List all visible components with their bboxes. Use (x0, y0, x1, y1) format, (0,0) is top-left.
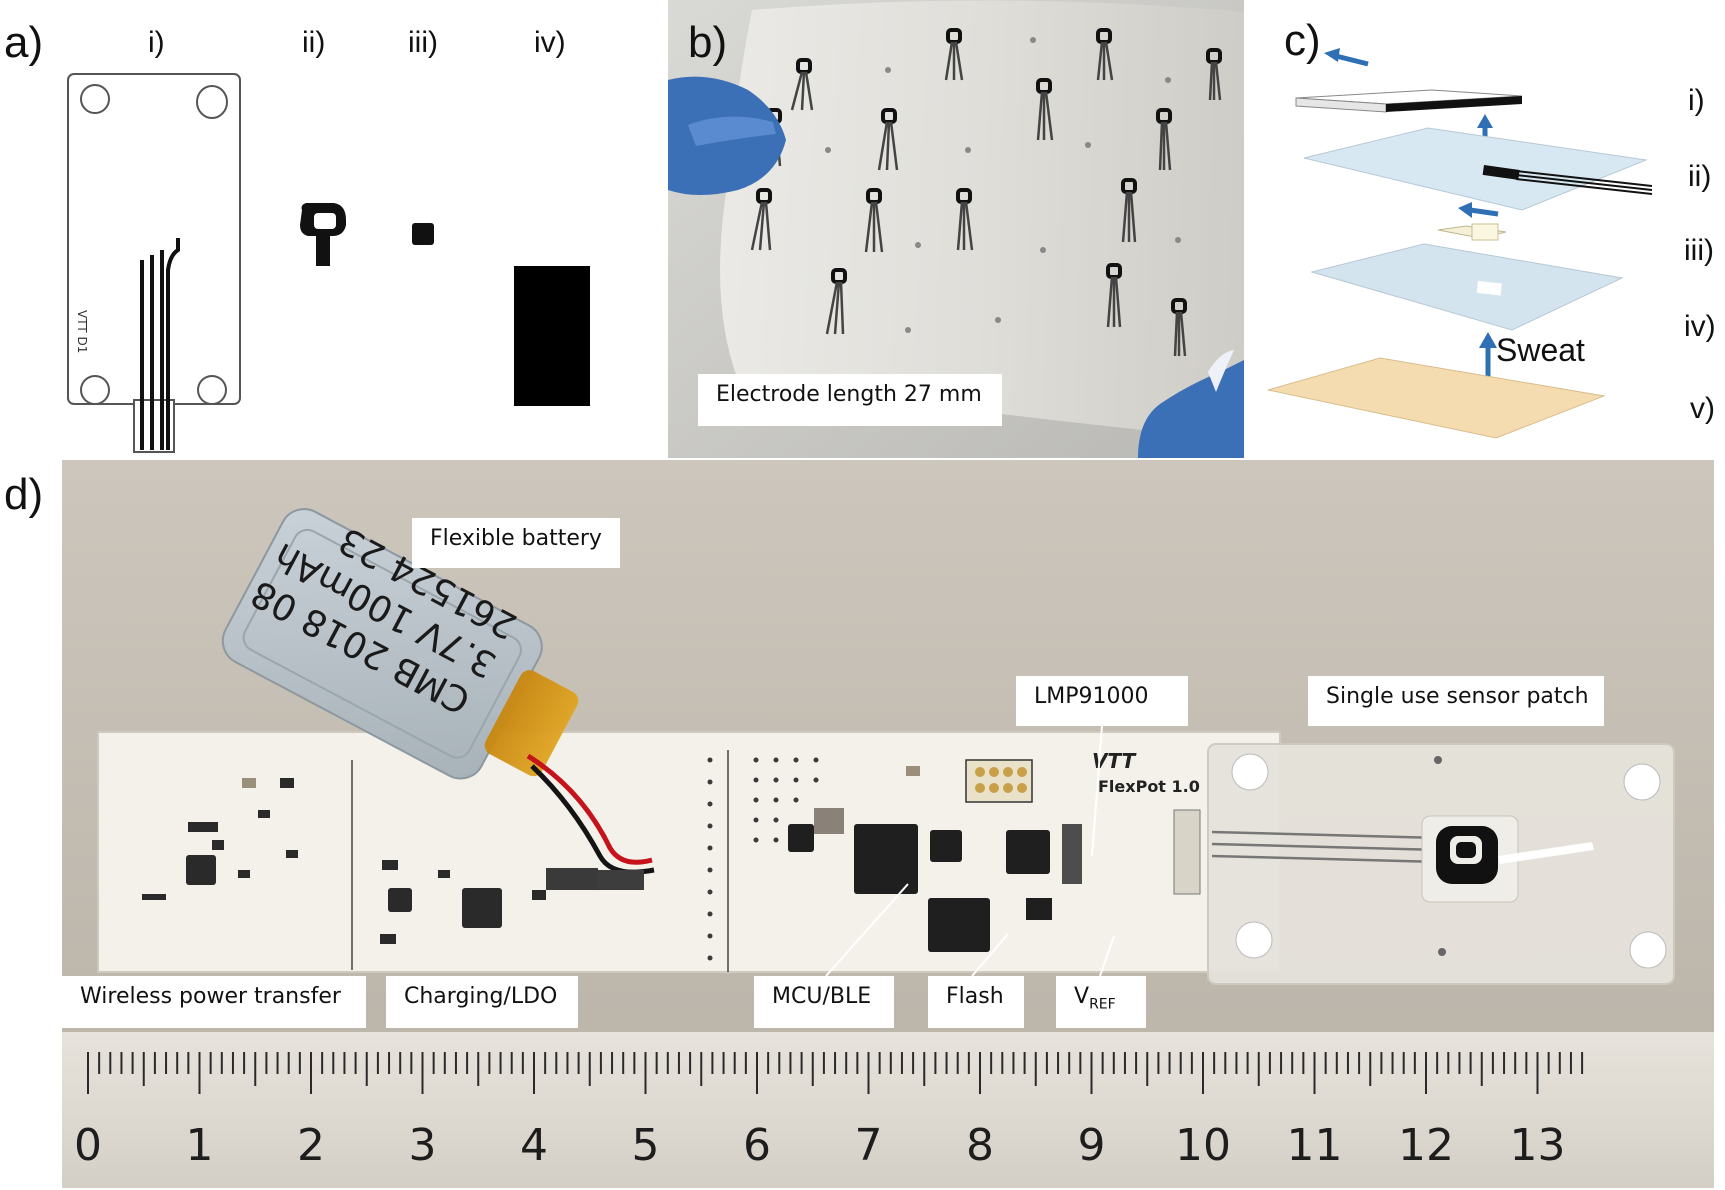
lmp91000-label: LMP91000 (1016, 676, 1188, 726)
right-glove-finger (1208, 350, 1234, 392)
device-photo: VTT FlexPot 1.0 CMB 2018 08 3.7V 100mAh … (62, 460, 1714, 1188)
ruler-ticks (87, 1052, 1584, 1094)
sweat-arrow-head (1479, 332, 1497, 348)
ruler-number: 11 (1287, 1120, 1343, 1171)
panel-a-letter: a) (4, 18, 44, 67)
alignment-dots (825, 37, 1181, 333)
ruler-number: 7 (855, 1120, 883, 1171)
panel-c-label-i: i) (1688, 84, 1705, 117)
panel-d-letter: d) (4, 470, 44, 519)
chip-text: VTT D1 (75, 310, 89, 353)
panel-b-letter: b) (688, 18, 728, 67)
mount-hole (80, 84, 110, 114)
panel-a-label-iv: iv) (534, 26, 566, 59)
ruler-number: 12 (1398, 1120, 1454, 1171)
vref-label: VREF (1056, 976, 1146, 1028)
ruler-number: 1 (186, 1120, 214, 1171)
mount-hole (80, 375, 110, 405)
electrode-traces (140, 238, 180, 450)
board-brand: VTT (1092, 749, 1137, 773)
vref-subscript: REF (1089, 996, 1116, 1013)
panel-a-label-iii: iii) (408, 26, 438, 59)
ruler-number: 3 (409, 1120, 437, 1171)
layer-i-arrow (1335, 53, 1369, 67)
patch-hole (1623, 763, 1661, 801)
left-glove-finger (688, 116, 776, 146)
panel-a-label-i: i) (148, 26, 165, 59)
layer-v-skin (1267, 357, 1606, 439)
ruler-number: 0 (74, 1120, 102, 1171)
electrode-layouts: VTT D1 (67, 73, 590, 453)
layer-iii-arrow (1469, 207, 1499, 217)
flexible-battery-label: Flexible battery (412, 518, 620, 568)
sensor-patch-label: Single use sensor patch (1308, 676, 1604, 726)
charging-components (380, 860, 598, 944)
ruler-number: 9 (1078, 1120, 1106, 1171)
ruler (62, 1032, 1714, 1188)
mcu-ble-label: MCU/BLE (754, 976, 894, 1028)
layer-ii-electrode (1482, 165, 1520, 180)
patch-layer-stack-diagram (1267, 48, 1653, 439)
panel-c-label-iv: iv) (1684, 310, 1716, 343)
fpc-connector (1173, 809, 1201, 895)
electrode-shape-iii (412, 223, 434, 245)
via-dots (707, 757, 819, 961)
ruler-number: 10 (1175, 1120, 1231, 1171)
ruler-number: 2 (297, 1120, 325, 1171)
ruler-number: 13 (1510, 1120, 1566, 1171)
patch-hole (1235, 921, 1273, 959)
ruler-number: 5 (632, 1120, 660, 1171)
electrode-shape-ii-hole (314, 213, 336, 229)
layer-iv-hole (1476, 281, 1502, 296)
electrode-array (750, 28, 1222, 357)
flexible-sheet (720, 0, 1244, 440)
panel-a-label-ii: ii) (302, 26, 326, 59)
patch-dot (1438, 948, 1446, 956)
panel-c-label-v: v) (1690, 392, 1715, 425)
mount-hole (196, 85, 228, 119)
sensor-electrode-core (1456, 842, 1476, 858)
electrode-shape-iv (514, 266, 590, 406)
patch-hole (1629, 931, 1667, 969)
battery-kapton-tab (484, 670, 579, 777)
sensor-traces (1211, 830, 1443, 864)
charging-ldo-label: Charging/LDO (386, 976, 578, 1028)
vref-main: V (1074, 984, 1090, 1009)
sensor-tape (1498, 842, 1594, 864)
layer-i-front (1386, 96, 1522, 112)
ruler-number: 6 (743, 1120, 771, 1171)
layer-iii-arrow-head (1458, 202, 1472, 218)
panel-c-label-ii: ii) (1688, 160, 1712, 193)
wireless-components (142, 778, 298, 900)
panel-c-letter: c) (1284, 16, 1321, 65)
layer-iv-film (1310, 243, 1624, 331)
flash-label: Flash (928, 976, 1024, 1028)
layer-ii-film (1303, 127, 1648, 211)
wireless-power-label: Wireless power transfer (62, 976, 366, 1028)
ruler-number: 4 (520, 1120, 548, 1171)
layer-i-arrow-head (1324, 48, 1340, 62)
patch-dot (1434, 756, 1442, 764)
layer-ii-arrow-head (1477, 114, 1493, 128)
electrode-length-caption: Electrode length 27 mm (698, 374, 1002, 426)
patch-hole (1231, 753, 1269, 791)
mcu-components (788, 766, 1082, 952)
ruler-number: 8 (966, 1120, 994, 1171)
electrode-shape-ii (300, 203, 346, 266)
mount-hole (197, 375, 227, 405)
sweat-label: Sweat (1496, 332, 1585, 368)
programming-pads (965, 759, 1033, 803)
layer-ii-traces (1515, 170, 1653, 195)
battery-switch (598, 870, 644, 890)
battery-wire-red (526, 753, 653, 865)
layer-iii-pad (1471, 223, 1499, 241)
panel-c-label-iii: iii) (1684, 234, 1714, 267)
board-name: FlexPot 1.0 (1098, 777, 1200, 796)
